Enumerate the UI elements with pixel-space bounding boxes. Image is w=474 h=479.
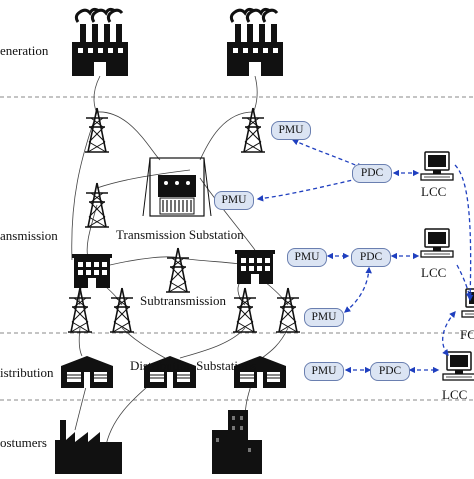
tier-label-distribution: istribution xyxy=(0,365,54,380)
pmu-node: PMU xyxy=(304,308,344,327)
residential-costumer-icon xyxy=(212,410,262,474)
label-subtransmission: Subtransmission xyxy=(140,293,226,308)
pmu-node: PMU xyxy=(214,191,254,210)
distribution-substation-icon xyxy=(60,355,114,389)
pmu-node: PMU xyxy=(304,362,344,381)
lcc-label: LCC xyxy=(442,387,468,402)
lcc-computer-icon xyxy=(420,228,454,258)
lcc-label: LCC xyxy=(421,265,447,280)
pdc-node: PDC xyxy=(352,164,392,183)
power-plant-icon xyxy=(225,7,285,78)
tier-label-generation: eneration xyxy=(0,43,49,58)
lcc-computer-icon xyxy=(420,151,454,181)
substation-building-icon xyxy=(72,254,112,288)
fc-label: FC xyxy=(460,327,474,342)
industrial-costumer-icon xyxy=(55,420,122,474)
fc-computer-icon xyxy=(461,288,474,318)
pdc-node: PDC xyxy=(351,248,391,267)
pdc-node: PDC xyxy=(370,362,410,381)
transmission-substation-icon xyxy=(142,157,212,217)
tier-label-transmission: ansmission xyxy=(0,228,58,243)
pmu-node: PMU xyxy=(287,248,327,267)
substation-building-icon xyxy=(235,250,275,284)
transmission-tower-icon xyxy=(84,107,110,153)
transmission-tower-icon xyxy=(240,107,266,153)
label-distribution-substations: Distribution Substations xyxy=(130,358,257,373)
communication-links xyxy=(256,139,474,374)
label-transmission-substation: Transmission Substation xyxy=(116,227,244,242)
lcc-computer-icon xyxy=(442,351,474,381)
power-plant-icon xyxy=(70,7,130,78)
transmission-tower-icon xyxy=(165,247,191,293)
lcc-label: LCC xyxy=(421,184,447,199)
pmu-node: PMU xyxy=(271,121,311,140)
transmission-tower-icon xyxy=(232,287,258,333)
tier-label-costumers: ostumers xyxy=(0,435,47,450)
